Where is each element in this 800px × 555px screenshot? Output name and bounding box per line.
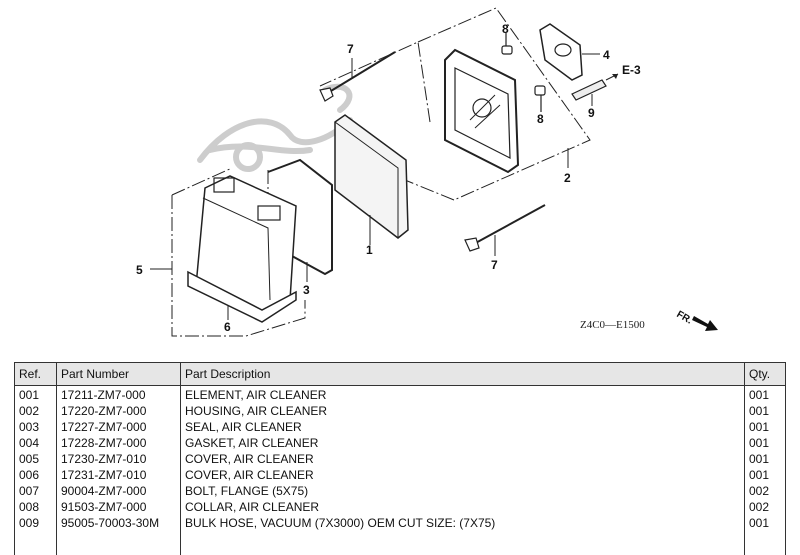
part-description: BULK HOSE, VACUUM (7X3000) OEM CUT SIZE:… [181, 515, 745, 531]
part-ref: 002 [15, 403, 57, 419]
front-direction-marker: FR. [675, 309, 719, 331]
part-description: ELEMENT, AIR CLEANER [181, 386, 745, 404]
part-number: 17231-ZM7-010 [57, 467, 181, 483]
part-gasket [540, 24, 600, 80]
callout-9: 9 [588, 106, 595, 120]
part-qty: 002 [745, 499, 786, 515]
front-label: FR. [675, 309, 695, 327]
part-number: 17211-ZM7-000 [57, 386, 181, 404]
parts-exploded-diagram: 1 2 3 4 5 6 7 7 8 8 9 E-3 Z4C0—E1500 FR. [0, 0, 800, 350]
part-ref: 009 [15, 515, 57, 531]
callout-5: 5 [136, 263, 143, 277]
header-ref: Ref. [15, 363, 57, 386]
part-qty: 001 [745, 515, 786, 531]
part-ref: 004 [15, 435, 57, 451]
parts-table: Ref. Part Number Part Description Qty. 0… [14, 362, 786, 555]
part-description: BOLT, FLANGE (5X75) [181, 483, 745, 499]
part-ref: 007 [15, 483, 57, 499]
part-qty: 001 [745, 386, 786, 404]
reference-e3: E-3 [622, 63, 641, 77]
part-qty: 001 [745, 403, 786, 419]
empty-cell [15, 531, 57, 555]
part-qty: 001 [745, 451, 786, 467]
header-part-number: Part Number [57, 363, 181, 386]
callout-1: 1 [366, 243, 373, 257]
part-ref: 005 [15, 451, 57, 467]
part-qty: 002 [745, 483, 786, 499]
part-description: COVER, AIR CLEANER [181, 451, 745, 467]
table-header-row: Ref. Part Number Part Description Qty. [15, 363, 786, 386]
part-description: COLLAR, AIR CLEANER [181, 499, 745, 515]
part-number: 17220-ZM7-000 [57, 403, 181, 419]
table-empty-row [15, 531, 786, 555]
empty-cell [745, 531, 786, 555]
part-housing [445, 50, 568, 172]
part-description: HOUSING, AIR CLEANER [181, 403, 745, 419]
part-hose [572, 74, 618, 106]
header-description: Part Description [181, 363, 745, 386]
part-qty: 001 [745, 467, 786, 483]
callout-2: 2 [564, 171, 571, 185]
part-description: GASKET, AIR CLEANER [181, 435, 745, 451]
empty-cell [181, 531, 745, 555]
header-qty: Qty. [745, 363, 786, 386]
callout-7-bottom: 7 [491, 258, 498, 272]
part-number: 90004-ZM7-000 [57, 483, 181, 499]
part-element [335, 115, 408, 245]
callout-8-bottom: 8 [537, 112, 544, 126]
part-number: 95005-70003-30M [57, 515, 181, 531]
part-description: COVER, AIR CLEANER [181, 467, 745, 483]
empty-cell [57, 531, 181, 555]
front-arrow-icon [692, 316, 718, 331]
part-ref: 006 [15, 467, 57, 483]
part-qty: 001 [745, 419, 786, 435]
part-description: SEAL, AIR CLEANER [181, 419, 745, 435]
part-number: 17230-ZM7-010 [57, 451, 181, 467]
part-number: 17227-ZM7-000 [57, 419, 181, 435]
part-number: 17228-ZM7-000 [57, 435, 181, 451]
part-qty: 001 [745, 435, 786, 451]
callout-6: 6 [224, 320, 231, 334]
callout-4: 4 [603, 48, 610, 62]
callout-7-top: 7 [347, 42, 354, 56]
part-ref: 008 [15, 499, 57, 515]
part-ref: 003 [15, 419, 57, 435]
part-number: 91503-ZM7-000 [57, 499, 181, 515]
part-ref: 001 [15, 386, 57, 404]
callout-3: 3 [303, 283, 310, 297]
callout-8-top: 8 [502, 22, 509, 36]
diagram-code: Z4C0—E1500 [580, 319, 645, 331]
